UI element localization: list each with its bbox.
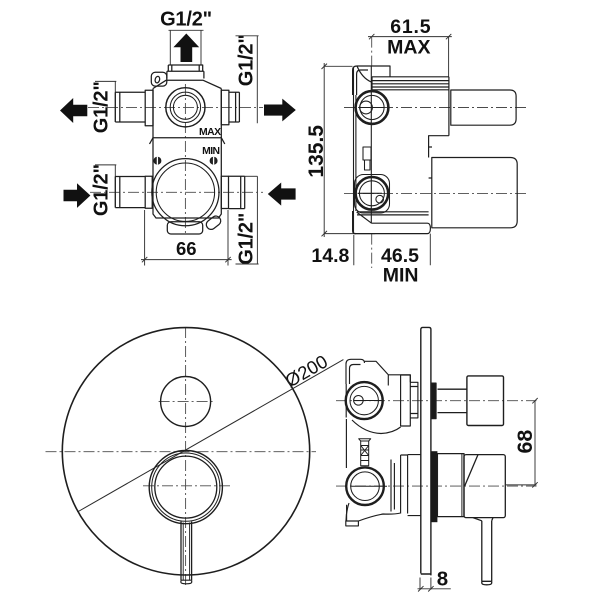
- svg-text:G1/2": G1/2": [91, 164, 113, 216]
- svg-text:MAX: MAX: [199, 127, 221, 138]
- svg-text:G1/2": G1/2": [91, 81, 113, 133]
- svg-text:66: 66: [176, 238, 197, 259]
- svg-text:68: 68: [513, 430, 537, 454]
- svg-text:MIN: MIN: [383, 265, 419, 287]
- svg-text:14.8: 14.8: [311, 245, 349, 267]
- svg-text:46.5: 46.5: [381, 245, 419, 267]
- svg-text:61.5: 61.5: [390, 16, 431, 38]
- svg-text:G1/2": G1/2": [235, 34, 257, 86]
- svg-text:G1/2": G1/2": [160, 8, 212, 30]
- svg-text:G1/2": G1/2": [236, 213, 258, 265]
- svg-text:MIN: MIN: [202, 146, 219, 157]
- svg-text:135.5: 135.5: [305, 125, 328, 178]
- svg-text:8: 8: [437, 568, 448, 591]
- svg-text:MAX: MAX: [387, 37, 430, 59]
